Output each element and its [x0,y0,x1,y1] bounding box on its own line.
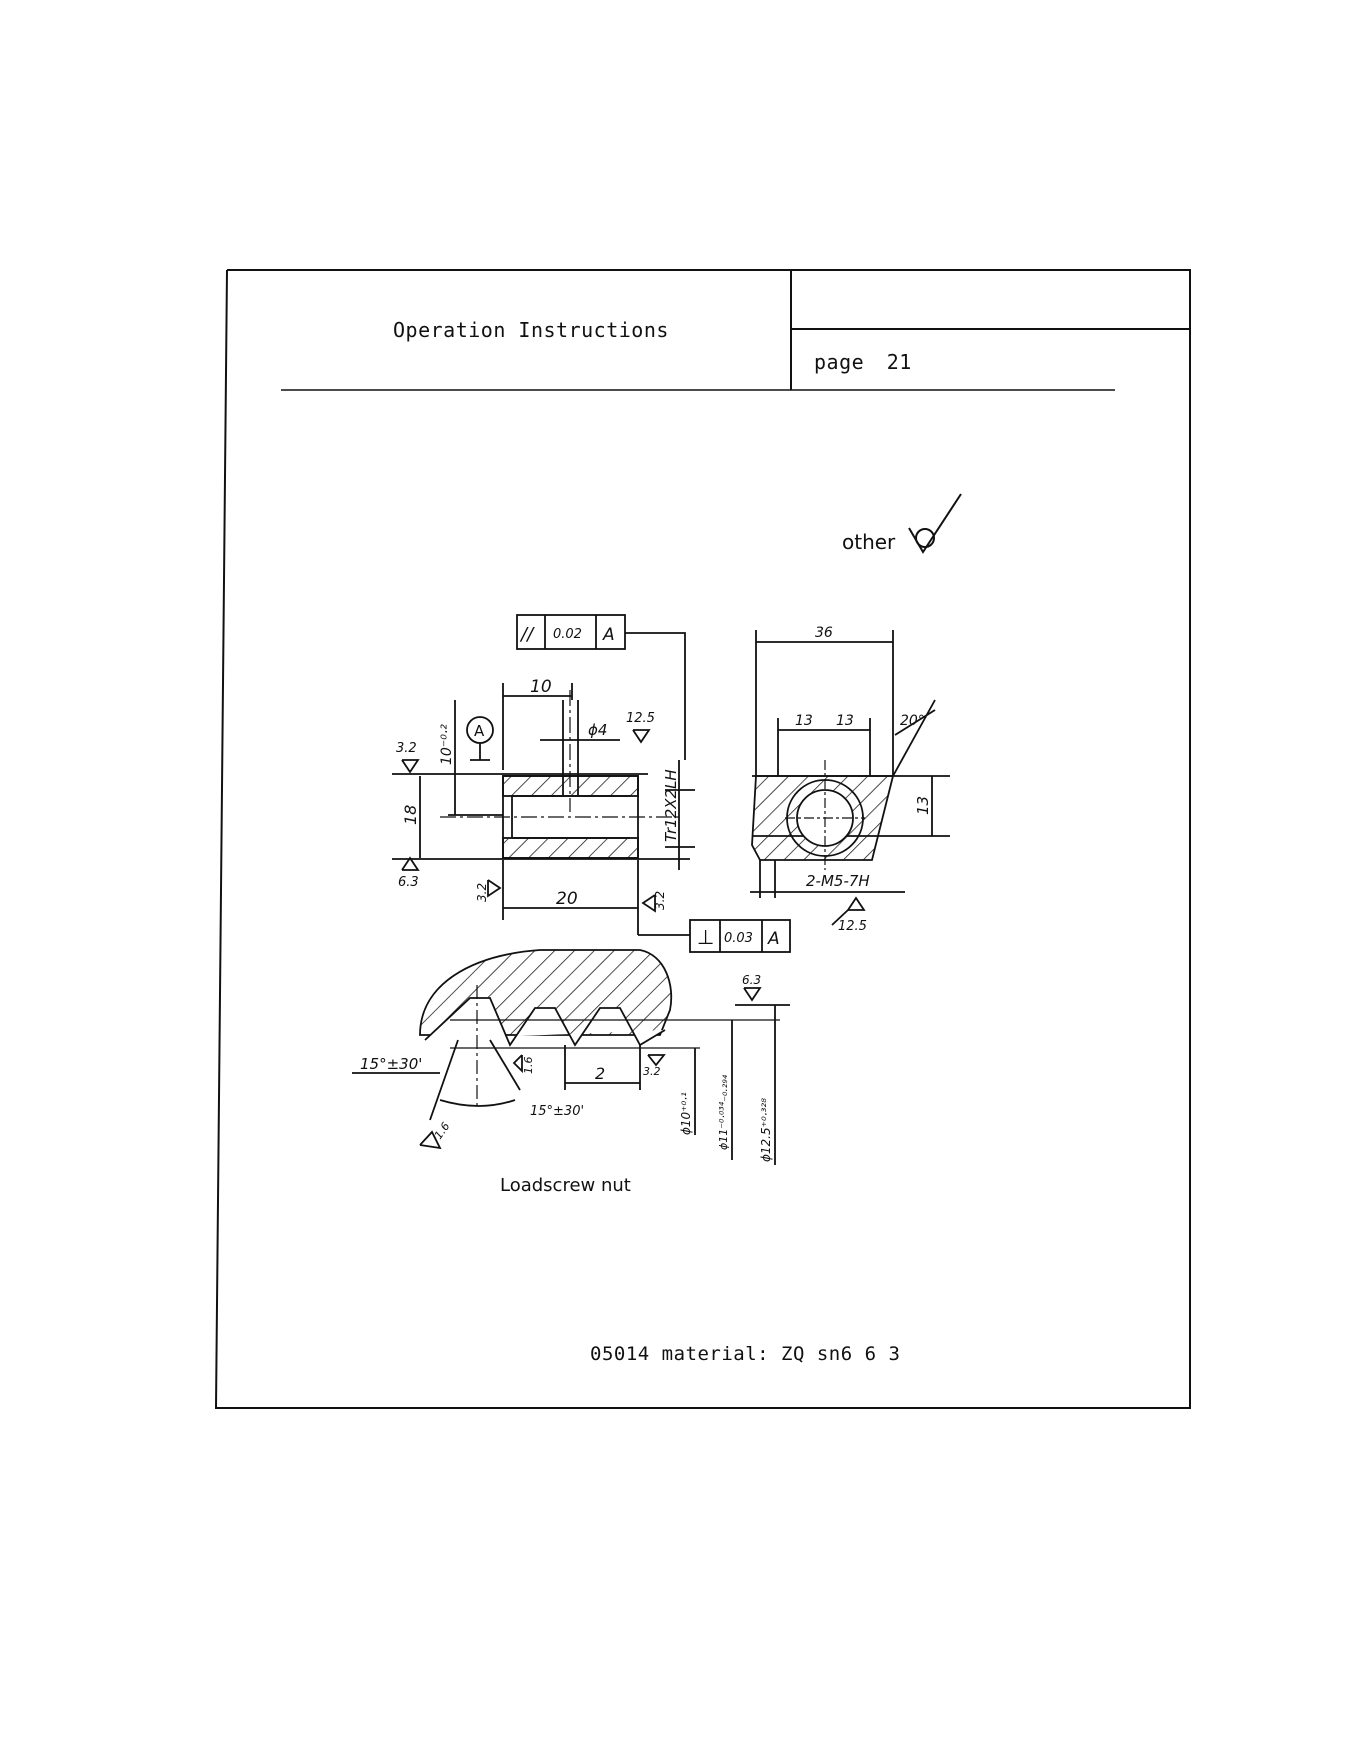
thread-angle-right: 15°±30' [530,1104,584,1119]
dim-top-width: 10 [530,677,552,697]
fcf-perp-datum: A [767,929,780,949]
roughness-bottom-left: 6.3 [398,875,419,890]
roughness-thread-top: 6.3 [742,973,761,987]
material-footer: 05014 material: ZQ sn6 6 3 [590,1343,900,1365]
roughness-right: 3.2 [653,891,667,910]
side-thread-note: 2-M5-7H [806,872,870,890]
drawing-caption: Loadscrew nut [500,1175,631,1196]
roughness-top-right: 12.5 [626,711,655,726]
roughness-thread-root: 1.6 [522,1057,535,1075]
side-dim-width: 36 [815,625,833,641]
roughness-bottom-mid: 3.2 [475,883,489,902]
thread-label: Tr12X2LH [662,769,680,842]
dim-height: 18 [401,805,420,825]
dim-mid-diameter: ϕ11⁻⁰·⁰³⁴₋₀.₂₉₄ [717,1074,730,1150]
side-dim-right: 13 [836,713,854,729]
fcf-perp-symbol: ⊥ [697,925,714,949]
fcf-parallel-symbol: // [519,624,535,645]
thread-angle-left: 15°±30' [360,1055,422,1073]
datum-a-label: A [474,722,485,740]
fcf-parallel-tolerance: 0.02 [553,627,582,642]
fcf-perp-tolerance: 0.03 [724,931,753,946]
dim-minor-diameter: ϕ10⁺⁰·¹ [679,1092,693,1135]
roughness-top-left: 3.2 [396,741,417,756]
dim-major-diameter: ϕ12.5⁺⁰·³²⁸ [759,1098,773,1162]
thread-pitch: 2 [595,1064,605,1083]
side-dim-height: 13 [914,796,932,815]
dim-hole: ϕ4 [588,721,607,739]
fcf-parallel-datum: A [602,625,615,645]
side-dim-angle: 20° [900,713,925,729]
side-dim-left: 13 [795,713,813,729]
dim-offset: 10⁻⁰·² [439,724,455,765]
roughness-thread-flank: 3.2 [643,1065,661,1078]
dim-bottom-width: 20 [556,889,578,909]
side-roughness: 12.5 [838,919,867,934]
